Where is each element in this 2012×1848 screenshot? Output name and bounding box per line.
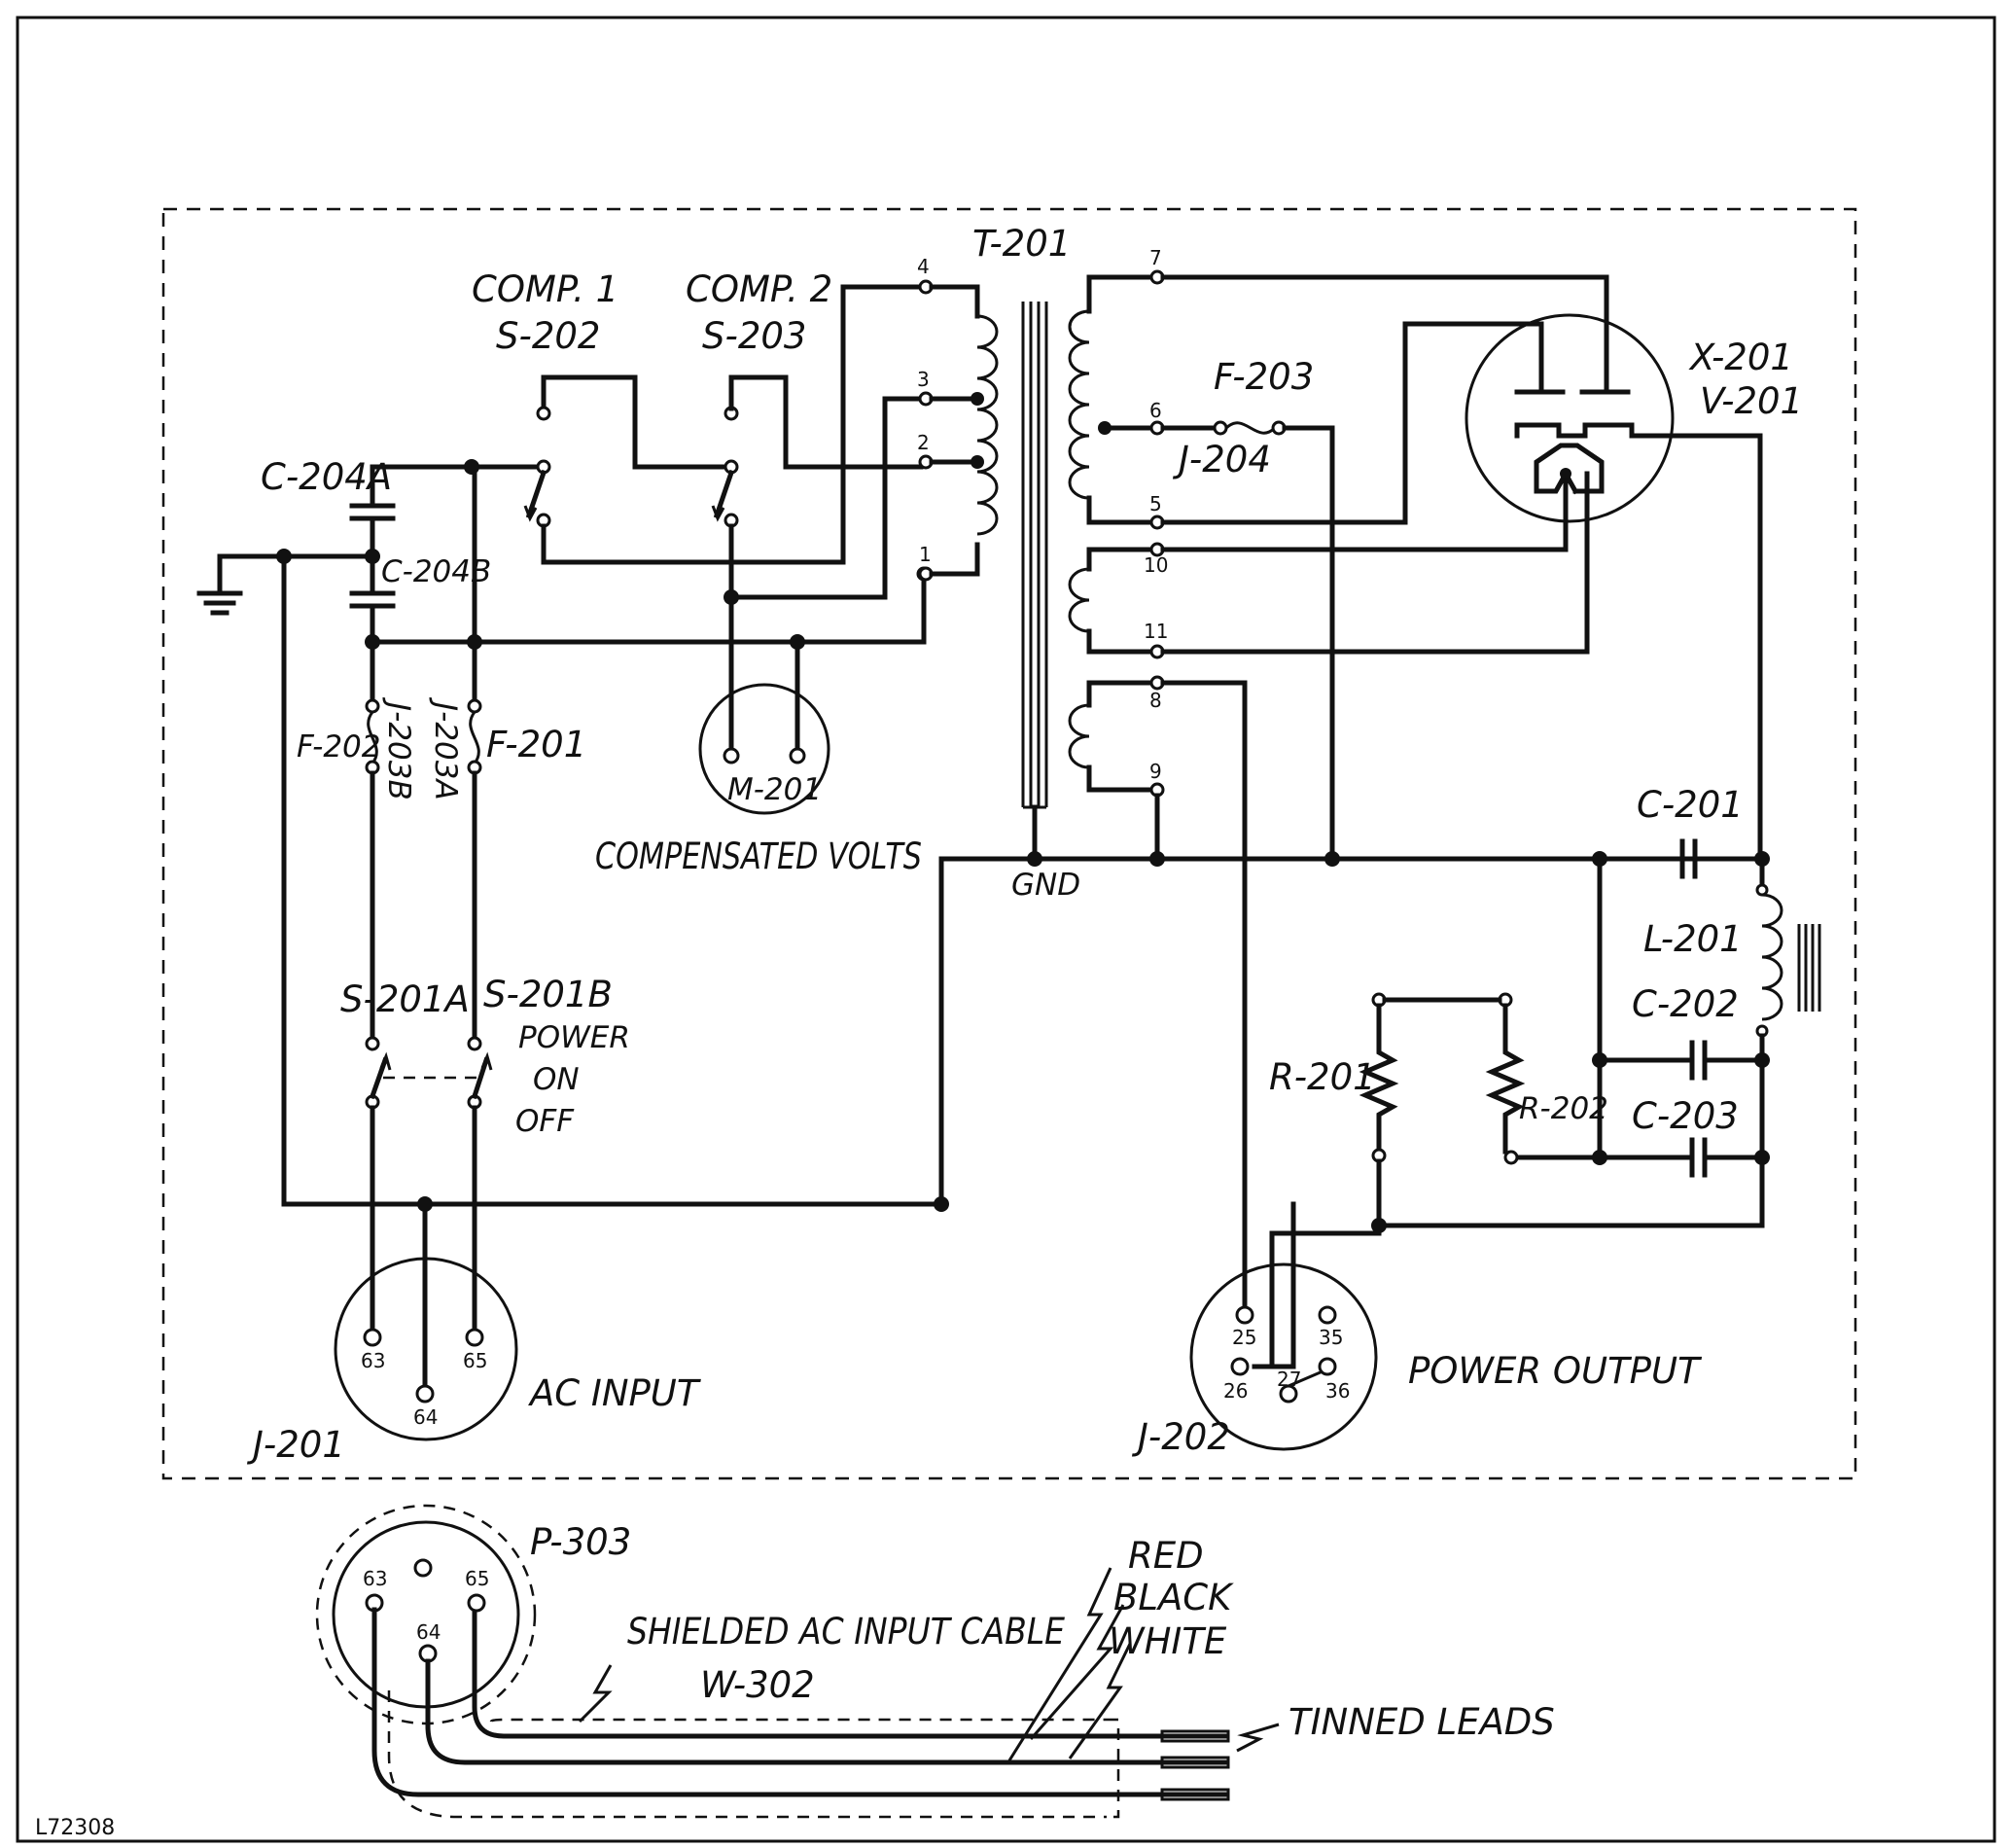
transformer-t201: [918, 269, 1165, 867]
t201-terminal-10: 10: [1144, 553, 1168, 577]
capacitor-c201: [1597, 838, 1765, 879]
red-wire-label: RED: [1128, 1535, 1204, 1577]
switch-s202: [523, 284, 924, 565]
fuse-f203: [1160, 420, 1335, 862]
comp2-label: COMP. 2: [686, 268, 832, 310]
j201-pin-64: 64: [413, 1405, 438, 1429]
gnd-label: GND: [1011, 868, 1080, 903]
t201-terminal-2: 2: [917, 431, 930, 454]
j202-label: J-202: [1131, 1416, 1230, 1458]
white-wire-label: WHITE: [1109, 1620, 1227, 1662]
t201-terminal-5: 5: [1149, 492, 1162, 515]
comp1-label: COMP. 1: [472, 268, 618, 310]
p303-pin-64: 64: [416, 1620, 441, 1644]
t201-terminal-3: 3: [917, 368, 930, 391]
p303-pin-65: 65: [465, 1567, 489, 1590]
m201-label: M-201: [727, 772, 822, 807]
c203-label: C-203: [1632, 1095, 1739, 1137]
power-switch: [365, 1036, 493, 1110]
power-off-label: OFF: [515, 1104, 575, 1139]
black-wire-label: BLACK: [1113, 1577, 1234, 1618]
drawing-number: L72308: [35, 1816, 115, 1840]
j202-pin-36: 36: [1325, 1379, 1350, 1403]
f201-label: F-201: [486, 724, 586, 765]
s201b-label: S-201B: [483, 974, 613, 1015]
inductor-l201: [1755, 856, 1821, 1038]
c201-label: C-201: [1637, 784, 1744, 826]
x201-label: X-201: [1688, 337, 1793, 378]
t201-terminal-8: 8: [1149, 689, 1162, 712]
c204b-label: C-204B: [381, 554, 491, 589]
switch-s203: [711, 374, 924, 754]
s203-label: S-203: [702, 315, 806, 357]
t201-terminal-9: 9: [1149, 760, 1162, 783]
f202-label: F-202: [297, 729, 381, 764]
j201-label: J-201: [246, 1424, 345, 1466]
t201-terminal-4: 4: [917, 255, 930, 278]
w302-label: W-302: [700, 1664, 815, 1706]
j202-pin-27: 27: [1277, 1368, 1301, 1391]
chassis-boundary: [161, 207, 1857, 1480]
l201-label: L-201: [1643, 918, 1743, 960]
s201a-label: S-201A: [340, 978, 470, 1020]
capacitor-c202: [1597, 1040, 1765, 1081]
compensated-volts-label: COMPENSATED VOLTS: [595, 835, 922, 877]
t201-terminal-6: 6: [1149, 399, 1162, 422]
p303-pin-63: 63: [363, 1567, 387, 1590]
ground-symbol: [196, 553, 287, 616]
v201-label: V-201: [1700, 380, 1803, 422]
s202-label: S-202: [496, 315, 600, 357]
meter-m201: [698, 683, 830, 815]
power-label: POWER: [518, 1020, 630, 1055]
t201-terminal-7: 7: [1149, 246, 1162, 269]
rectifier-tube-v201: [1465, 313, 1763, 862]
t201-terminal-11: 11: [1144, 620, 1168, 643]
capacitor-c203: [1514, 1137, 1765, 1178]
plug-p303: [315, 1504, 537, 1725]
c202-label: C-202: [1632, 983, 1739, 1025]
f203-label: F-203: [1214, 356, 1314, 398]
p303-label: P-303: [530, 1521, 631, 1563]
resistor-r201: [1359, 992, 1399, 1228]
power-on-label: ON: [533, 1062, 580, 1097]
transformer-label: T-201: [972, 223, 1071, 265]
ac-input-label: AC INPUT: [528, 1372, 701, 1414]
j204-label: J-204: [1172, 439, 1271, 480]
tinned-leads-label: TINNED LEADS: [1288, 1701, 1555, 1743]
t201-terminal-1: 1: [919, 543, 932, 566]
r202-label: R-202: [1519, 1091, 1608, 1126]
j201-pin-63: 63: [361, 1349, 385, 1372]
power-output-label: POWER OUTPUT: [1408, 1350, 1702, 1392]
j202-pin-25: 25: [1232, 1326, 1256, 1349]
cable-name-label: SHIELDED AC INPUT CABLE: [627, 1611, 1066, 1653]
j202-pin-26: 26: [1223, 1379, 1248, 1403]
j202-pin-35: 35: [1319, 1326, 1343, 1349]
drawing-frame: [16, 16, 1996, 1843]
shielded-cable-w302: [371, 1567, 1280, 1819]
ac-input-connector-j201: [334, 1257, 518, 1441]
j203a-label: J-203A: [428, 696, 463, 800]
j203b-label: J-203B: [381, 696, 416, 800]
resistor-r202: [1485, 992, 1526, 1165]
c204a-label: C-204A: [261, 456, 392, 498]
fuse-f201: [467, 698, 482, 775]
r201-label: R-201: [1269, 1056, 1376, 1098]
j201-pin-65: 65: [463, 1349, 487, 1372]
power-output-connector-j202: [1189, 1262, 1378, 1451]
